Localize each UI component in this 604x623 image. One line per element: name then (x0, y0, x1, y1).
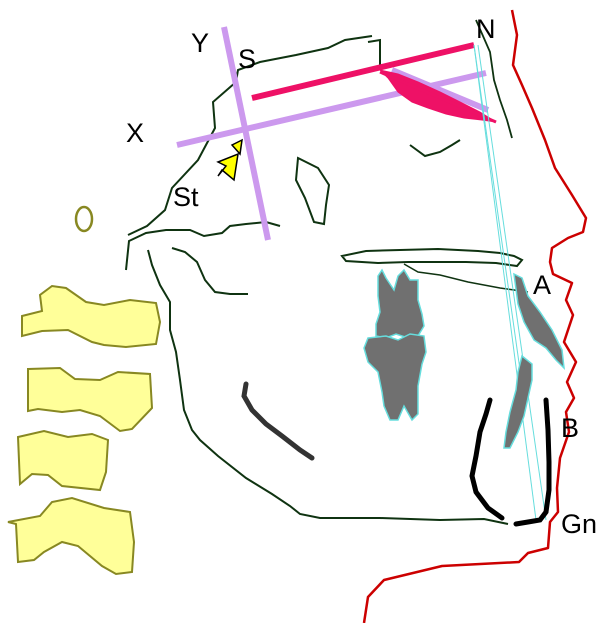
vertebra-c3 (28, 368, 152, 431)
porion-marker (76, 207, 92, 231)
pterygoid-outline (296, 158, 329, 224)
orbit-floor-outline (410, 140, 460, 156)
maxilla-inner-outline (404, 264, 528, 292)
a-point-label: A (533, 270, 551, 300)
x-axis-label: X (126, 118, 144, 148)
symphysis-posterior (472, 400, 502, 518)
vertebra-c4 (18, 431, 108, 490)
b-point-label: B (561, 413, 579, 443)
palate-outline (342, 249, 522, 266)
condyle-outline (172, 248, 248, 294)
pointer-arrow-head (232, 140, 242, 154)
vertebra-c2 (22, 286, 160, 347)
upper-molar (376, 270, 424, 338)
gn-point-label: Gn (561, 509, 597, 539)
st-point-label: St (173, 182, 199, 212)
ramus-mandible-outline (148, 250, 508, 524)
y-axis-label: Y (191, 28, 209, 58)
n-point-label: N (476, 14, 496, 44)
vertebra-c5 (8, 498, 134, 574)
lower-incisor (504, 356, 532, 448)
lower-molar (364, 334, 426, 420)
mandibular-canal (244, 384, 312, 458)
s-point-label: S (238, 44, 256, 74)
maxilla-outline (126, 222, 280, 270)
pointer-arrow (218, 154, 238, 180)
